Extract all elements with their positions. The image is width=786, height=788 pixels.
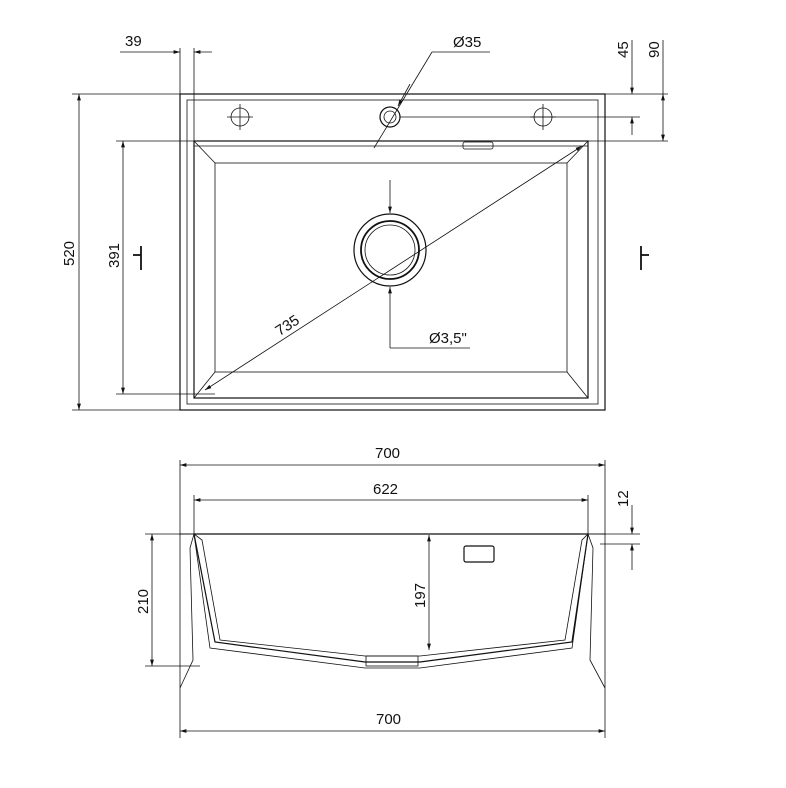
tap-hole-left-icon [227,104,253,130]
dim-197: 197 [412,583,429,608]
bowl-section [193,533,589,663]
dim-12: 12 [615,490,632,507]
section-view: 700 622 12 210 197 700 [135,445,640,738]
dim-735: 735 [272,312,302,340]
right-wall-hatched [587,533,606,689]
dim-700-top: 700 [375,445,400,462]
section-marker-left [133,246,142,270]
diagonal-dimension-line [204,145,583,391]
dim-90: 90 [646,41,663,58]
sink-outer-rim [179,93,606,411]
bowl-section-hatch [193,532,589,669]
dim-45: 45 [615,41,632,58]
dim-520: 520 [61,241,78,266]
overflow-slot-section [463,545,495,563]
drain-icon [353,213,427,287]
section-marker-right [640,246,649,270]
left-wall-hatched [179,533,195,689]
dim-700-bottom: 700 [376,711,401,728]
dim-39: 39 [125,33,142,50]
top-view: 735 39 Ø35 45 90 520 391 [61,33,668,411]
sink-rim-inner-line [186,99,599,405]
dim-622: 622 [373,481,398,498]
bowl-outline [193,140,589,399]
drain-section [365,655,419,667]
overflow-slot [462,141,494,150]
dim-210: 210 [135,589,152,614]
dim-diameter-35: Ø35 [453,34,481,51]
bowl-bottom [214,162,568,373]
dim-diameter-3-5: Ø3,5" [429,330,467,347]
dim-391: 391 [106,243,123,268]
